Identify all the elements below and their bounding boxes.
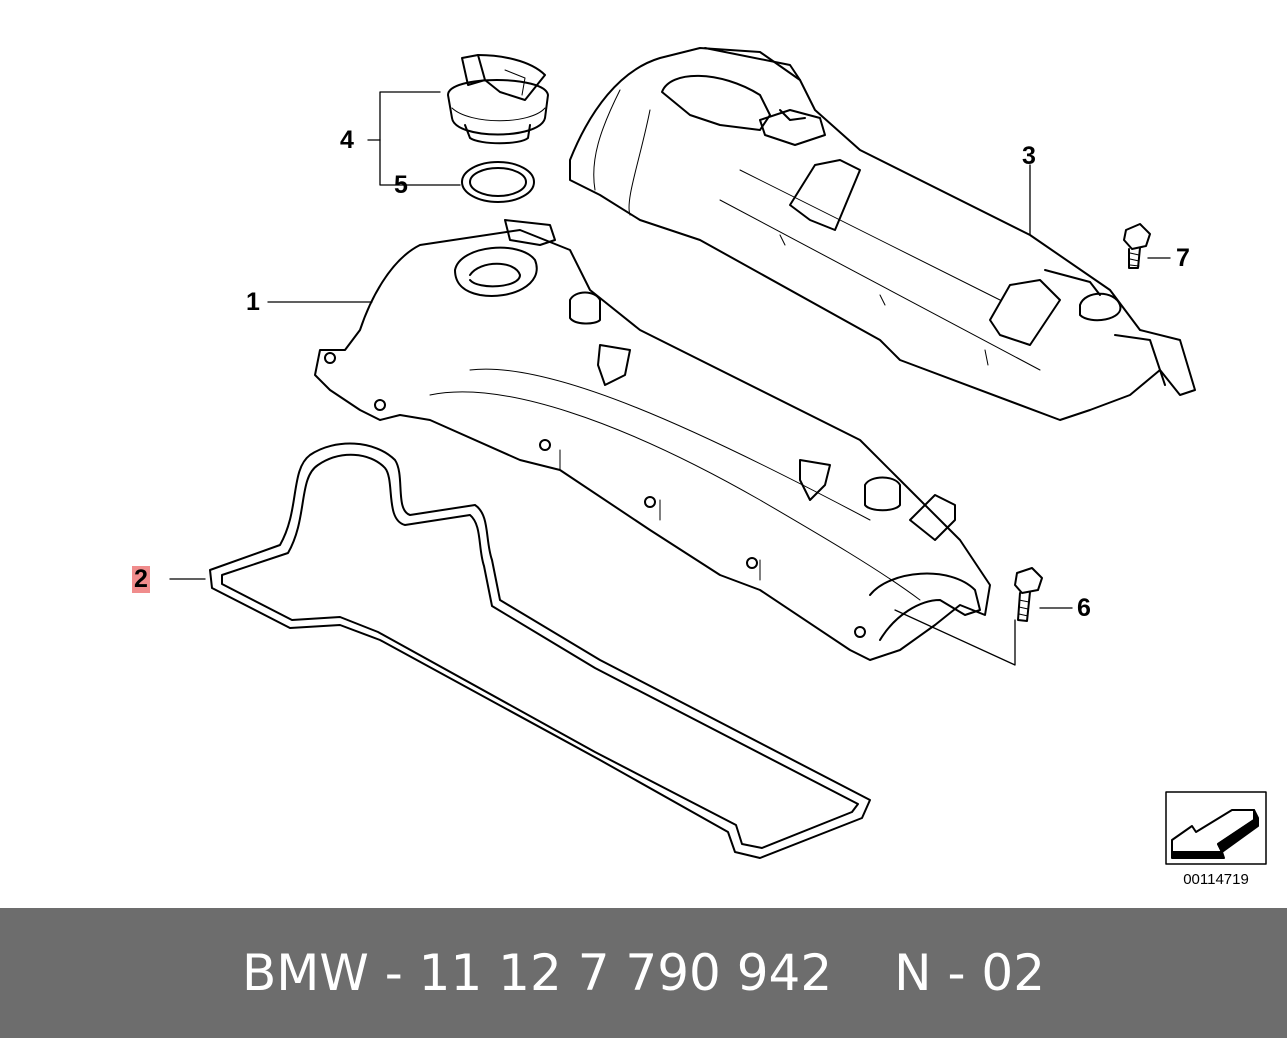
- valve-cover: [314, 219, 991, 661]
- gasket: [209, 442, 871, 859]
- oil-filler-cap: [447, 54, 549, 145]
- part-number: BMW - 11 12 7 790 942: [241, 944, 833, 1002]
- callout-2: 2: [132, 565, 150, 593]
- callout-3: 3: [1022, 142, 1036, 170]
- o-ring: [461, 161, 535, 203]
- callout-1: 1: [246, 288, 260, 316]
- bolt-6: [1014, 567, 1043, 622]
- callout-5: 5: [394, 171, 408, 199]
- engine-cover: [569, 47, 1196, 421]
- callout-6: 6: [1077, 594, 1091, 622]
- diagram-position: N - 02: [894, 944, 1046, 1002]
- diagram-drawing: [169, 47, 1267, 865]
- callout-4: 4: [340, 126, 354, 154]
- callout-7: 7: [1176, 244, 1190, 272]
- parts-diagram: 1 2 3 4 5 6 7 00114719: [132, 47, 1267, 888]
- bolt-7: [1123, 223, 1151, 269]
- diagram-reference-number: 00114719: [1183, 871, 1249, 888]
- direction-arrow-icon: [1165, 791, 1267, 865]
- leader-lines: [169, 91, 1171, 666]
- footer-bar: BMW - 11 12 7 790 942 N - 02: [0, 908, 1287, 1038]
